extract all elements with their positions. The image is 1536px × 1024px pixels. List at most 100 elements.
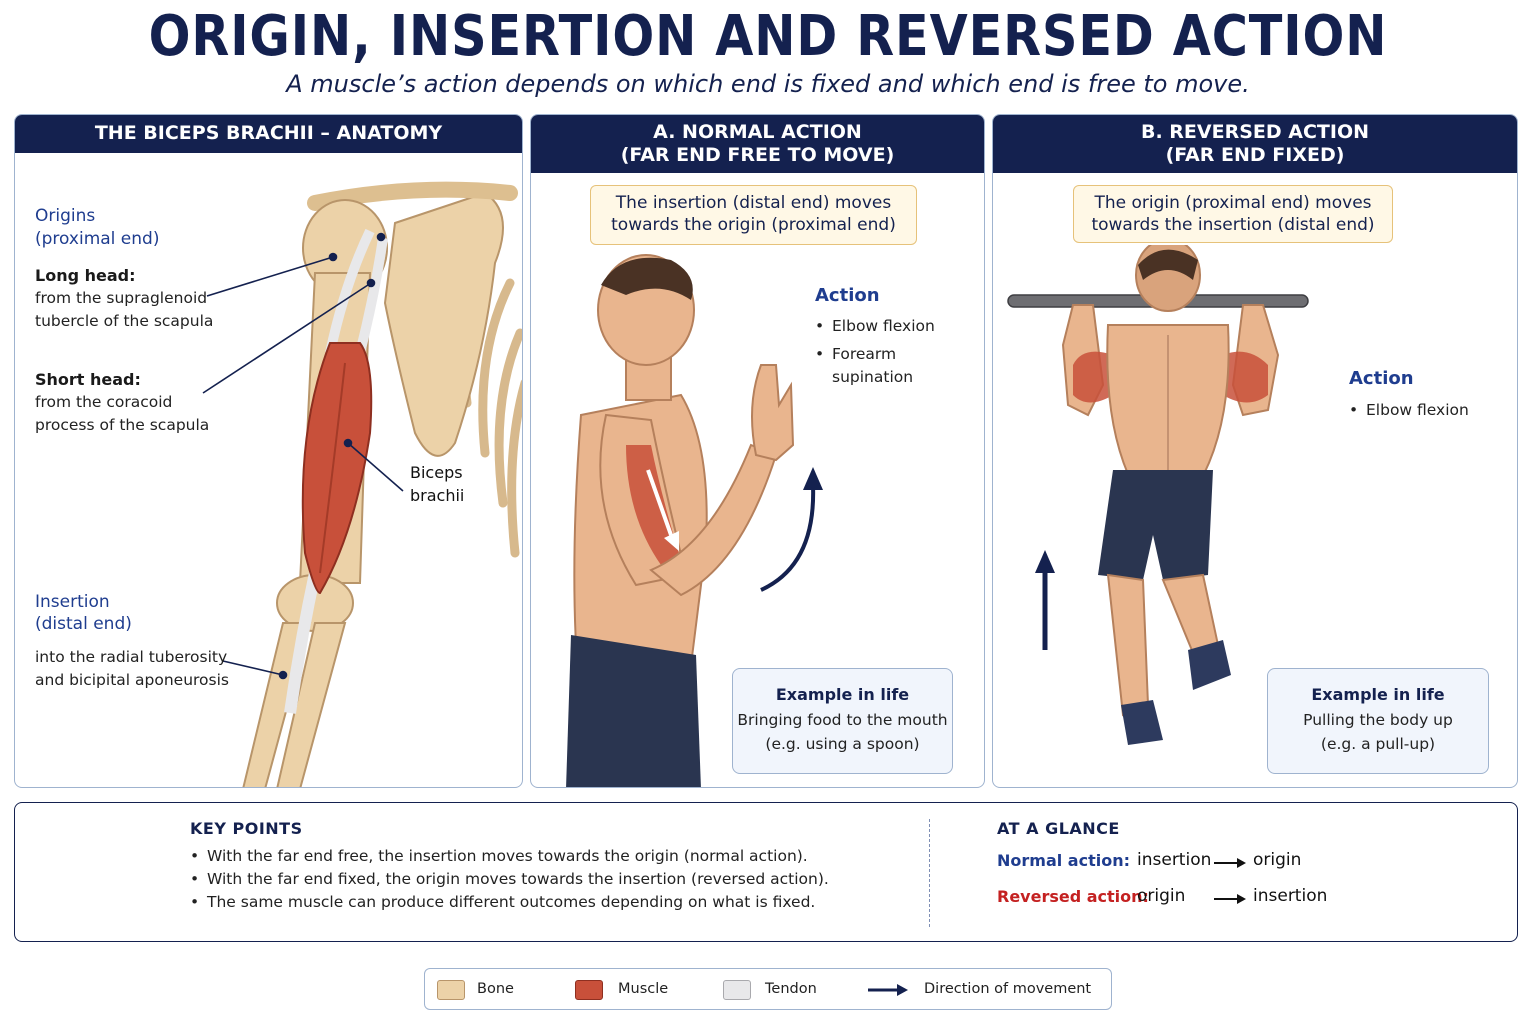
section-divider [929,819,930,927]
short-head-label: Short head: [35,370,141,389]
curved-arrow-up-icon [760,484,816,592]
right-shoe [1188,640,1231,690]
reversed-action-title: Action [1349,368,1414,389]
arrow-right-icon [1214,894,1246,904]
normal-note-line1: The insertion (distal end) moves [615,193,892,213]
normal-heading-line2: (FAR END FREE TO MOVE) [620,144,895,166]
normal-action-item: Forearm [815,343,975,366]
biceps-anatomy-illustration [202,181,522,787]
normal-action-note: The insertion (distal end) moves towards… [590,185,917,245]
biceps-label-1: Biceps [410,463,463,482]
tendon-swatch [723,980,751,1000]
movement-arrow-down [646,469,673,536]
long-head-tendon [355,237,388,355]
normal-example-box: Example in life Bringing food to the mou… [732,668,953,774]
origins-sublabel: (proximal end) [35,229,160,249]
right-biceps-highlight [1223,351,1268,403]
biceps-label-2: brachii [410,486,465,505]
long-head-label: Long head: [35,266,136,285]
legend: Bone Muscle Tendon Direction of movement [424,968,1112,1010]
ulna-bone [276,622,347,787]
distal-tendon [284,571,321,714]
long-head-desc-2: tubercle of the scapula [35,312,214,330]
arrow-right-icon [868,984,908,996]
glance-normal-from: insertion [1137,850,1212,870]
normal-note-line2: towards the origin (proximal end) [611,215,896,235]
reversed-example-title: Example in life [1311,685,1445,704]
biceps-highlight [626,445,681,565]
reversed-action-illustration [1007,245,1309,745]
key-points-title: KEY POINTS [190,819,303,838]
normal-action-item-cont: supination [832,368,914,386]
reversed-action-note: The origin (proximal end) moves towards … [1073,185,1393,243]
key-points-list: With the far end free, the insertion mov… [190,845,829,914]
key-point-item: With the far end fixed, the origin moves… [190,868,829,891]
normal-action-heading: A. NORMAL ACTION (FAR END FREE TO MOVE) [531,115,984,173]
arrow-head-white [664,531,679,551]
legend-direction-label: Direction of movement [924,981,1092,997]
reversed-action-item: Elbow flexion [1349,399,1509,422]
reversed-note-line2: towards the insertion (distal end) [1091,215,1375,235]
normal-action-label: Normal action: [997,851,1130,870]
normal-example-line2: (e.g. using a spoon) [765,735,920,753]
hair [1138,249,1198,280]
arrow-right-icon [1214,858,1246,868]
left-shoe [1121,700,1163,745]
muscle-fiber-line [319,362,346,574]
origins-label: Origins [35,206,96,226]
normal-action-illustration [566,254,823,787]
short-head-tendon [325,228,375,355]
glance-normal-to: origin [1253,850,1302,870]
reversed-example-line2: (e.g. a pull-up) [1320,735,1436,753]
normal-example-line1: Bringing food to the mouth [737,711,948,729]
reversed-action-label: Reversed action: [997,887,1149,906]
short-head-desc-2: process of the scapula [35,416,210,434]
reversed-action-panel: B. REVERSED ACTION (FAR END FIXED) The o… [992,114,1518,788]
shorts [566,635,701,787]
normal-action-title: Action [815,285,880,306]
normal-action-item: supination [815,366,975,389]
left-leg [1106,573,1150,717]
legend-muscle-label: Muscle [618,981,669,997]
insertion-label: Insertion [35,592,110,612]
clavicle [307,181,518,211]
reversed-action-list: Elbow flexion [1349,399,1509,422]
reversed-heading-line1: B. REVERSED ACTION [1140,121,1370,143]
insertion-sublabel: (distal end) [35,614,132,634]
normal-example-title: Example in life [775,685,910,704]
reversed-example-box: Example in life Pulling the body up (e.g… [1267,668,1489,774]
insertion-desc-1: into the radial tuberosity [35,648,228,666]
page-title: ORIGIN, INSERTION AND REVERSED ACTION [148,4,1388,69]
glance-reversed-from: origin [1137,886,1186,906]
key-point-item: The same muscle can produce different ou… [190,891,829,914]
hand [751,364,795,462]
legend-tendon-label: Tendon [765,981,817,997]
anatomy-panel: THE BICEPS BRACHII – ANATOMY [14,114,523,788]
arrow-up-head [1035,550,1055,573]
reversed-note-line1: The origin (proximal end) moves [1094,193,1372,213]
key-point-item: With the far end free, the insertion mov… [190,845,829,868]
reversed-heading-line2: (FAR END FIXED) [1165,144,1345,166]
normal-action-item: Elbow flexion [815,315,975,338]
shorts [1098,470,1213,580]
bone-swatch [437,980,465,1000]
glance-normal-label: Normal action: [997,851,1130,870]
anatomy-leader-lines [202,232,404,680]
page-subtitle: A muscle’s action depends on which end i… [286,70,1250,98]
short-head-desc-1: from the coracoid [35,393,173,411]
long-head-desc-1: from the supraglenoid [35,289,208,307]
normal-action-panel: A. NORMAL ACTION (FAR END FREE TO MOVE) … [530,114,985,788]
reversed-example-line1: Pulling the body up [1303,711,1453,729]
at-a-glance-title: AT A GLANCE [997,819,1120,838]
insertion-desc-2: and bicipital aponeurosis [35,671,229,689]
legend-bone-label: Bone [477,981,514,997]
normal-heading-line1: A. NORMAL ACTION [653,121,862,143]
muscle-swatch [575,980,603,1000]
reversed-action-heading: B. REVERSED ACTION (FAR END FIXED) [993,115,1517,173]
anatomy-panel-heading: THE BICEPS BRACHII – ANATOMY [15,115,522,153]
biceps-brachii-muscle [301,342,373,595]
glance-reversed-label: Reversed action: [997,887,1149,906]
left-biceps-highlight [1073,351,1113,403]
key-points-panel: KEY POINTS With the far end free, the in… [14,802,1518,942]
curved-arrow-head [803,467,823,490]
